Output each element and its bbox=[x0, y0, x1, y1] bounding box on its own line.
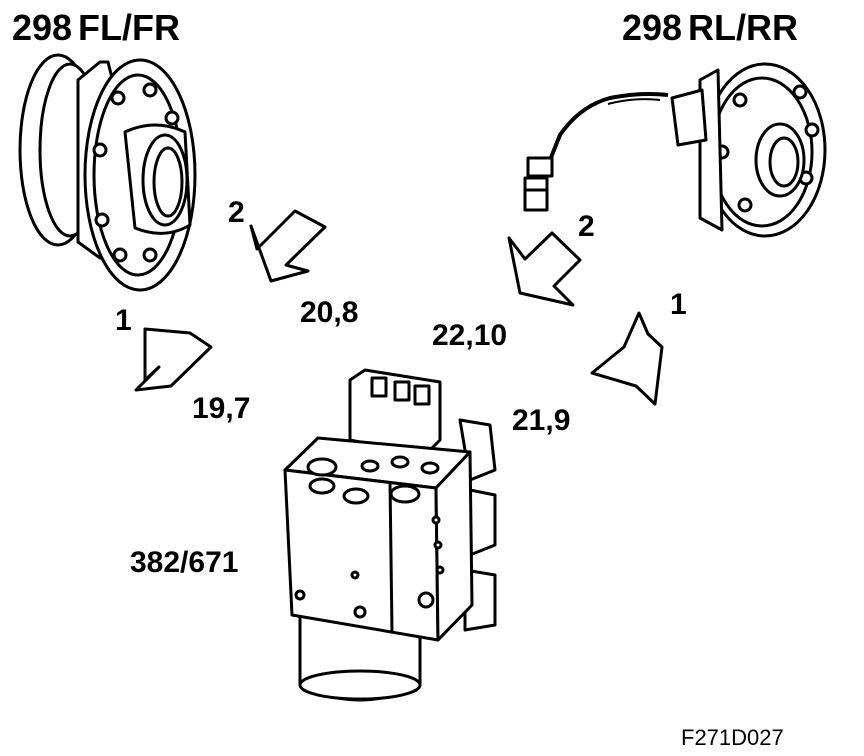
abs-unit-ref: 382/671 bbox=[130, 546, 238, 579]
front-ref-number: 298 bbox=[12, 7, 72, 48]
rear-wheel-hub bbox=[523, 62, 827, 238]
front-arrow-2 bbox=[249, 209, 327, 283]
abs-hydraulic-unit bbox=[283, 368, 497, 702]
rear-arrow-1-torque: 21,9 bbox=[512, 404, 570, 437]
front-arrow-2-torque: 20,8 bbox=[300, 296, 358, 329]
front-ref-suffix: FL/FR bbox=[78, 7, 180, 48]
front-arrow-1 bbox=[134, 327, 213, 392]
rear-arrow-2-step: 2 bbox=[578, 210, 595, 243]
figure-code: F271D027 bbox=[681, 725, 784, 750]
front-arrow-1-torque: 19,7 bbox=[192, 392, 250, 425]
rear-ref-suffix: RL/RR bbox=[688, 7, 798, 48]
front-wheel-hub bbox=[18, 53, 197, 292]
rear-arrow-2-torque: 22,10 bbox=[432, 319, 507, 352]
rear-arrow-1 bbox=[590, 311, 664, 406]
rear-ref-number: 298 bbox=[622, 7, 682, 48]
front-arrow-1-step: 1 bbox=[115, 304, 132, 337]
rear-arrow-1-step: 1 bbox=[670, 288, 687, 321]
front-arrow-2-step: 2 bbox=[228, 196, 245, 229]
rear-arrow-2 bbox=[507, 231, 582, 307]
